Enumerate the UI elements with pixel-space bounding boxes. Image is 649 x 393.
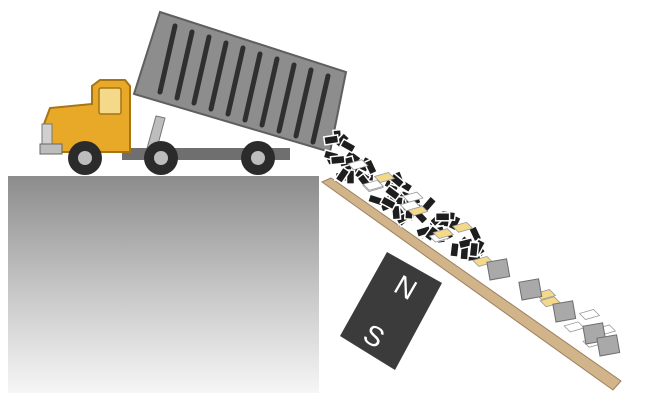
scrap-piece — [330, 155, 345, 164]
box-item — [597, 335, 620, 356]
scrap-piece — [469, 242, 478, 257]
paper-scrap — [564, 322, 584, 332]
dump-bed — [134, 12, 346, 152]
cliff-icon — [8, 176, 319, 393]
scrap-piece — [450, 242, 460, 257]
dump-truck-icon — [40, 12, 346, 175]
scrap-piece — [324, 135, 339, 145]
scrap-piece — [436, 213, 450, 221]
box-item — [519, 279, 542, 300]
ramp-icon — [322, 178, 621, 390]
box-item — [487, 259, 510, 280]
box-item — [553, 301, 576, 322]
bar-magnet-icon: N S — [340, 252, 442, 370]
paper-scrap — [580, 310, 600, 320]
scrap-piece — [340, 139, 356, 153]
